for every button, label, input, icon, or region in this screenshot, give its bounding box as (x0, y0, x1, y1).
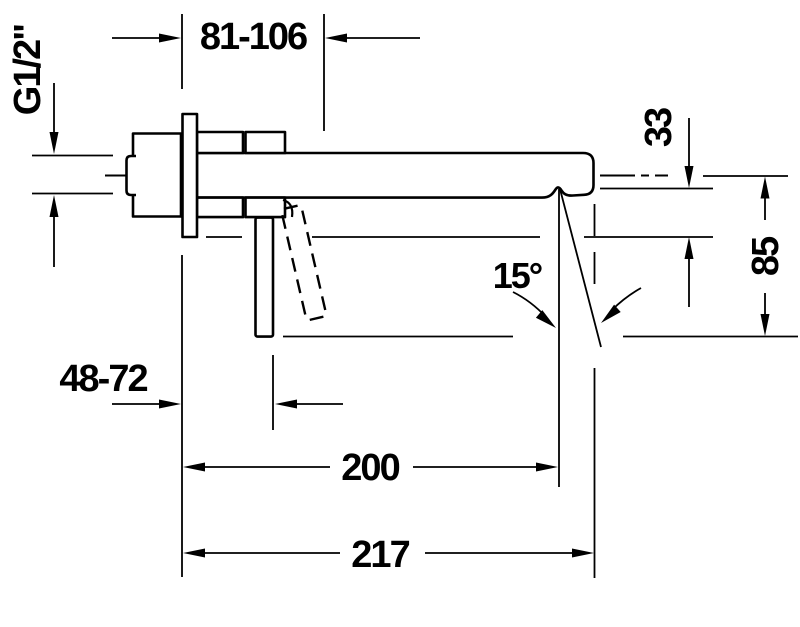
dim-label-stream-angle: 15° (492, 255, 543, 296)
dim-label-thread-size: G1/2" (7, 24, 49, 116)
faucet-body (125, 112, 595, 338)
wall-flange (181, 112, 199, 239)
mounting-nut (131, 132, 183, 218)
dim-label-outlet-drop: 33 (638, 108, 680, 148)
dim-label-wall-to-spout-end: 217 (351, 534, 410, 576)
lever-handle (254, 216, 275, 338)
dim-label-wall-to-trim-range: 81-106 (199, 16, 308, 58)
dimension-lines (32, 14, 798, 578)
stream-angle-lines (512, 188, 642, 487)
dimension-arrowheads (49, 33, 770, 558)
spout (195, 151, 595, 199)
lever-handle-open-dashed (280, 204, 328, 322)
dim-label-wall-to-outlet: 200 (341, 447, 400, 489)
handle-pivot-curve (282, 198, 294, 218)
dim-label-height-85: 85 (745, 237, 787, 277)
dim-label-wall-to-handle-range: 48-72 (59, 358, 148, 400)
pipe-stub (125, 154, 136, 197)
housing-block (195, 130, 245, 155)
housing-block (244, 130, 287, 155)
housing-block (195, 196, 245, 219)
housing-block (244, 196, 287, 219)
